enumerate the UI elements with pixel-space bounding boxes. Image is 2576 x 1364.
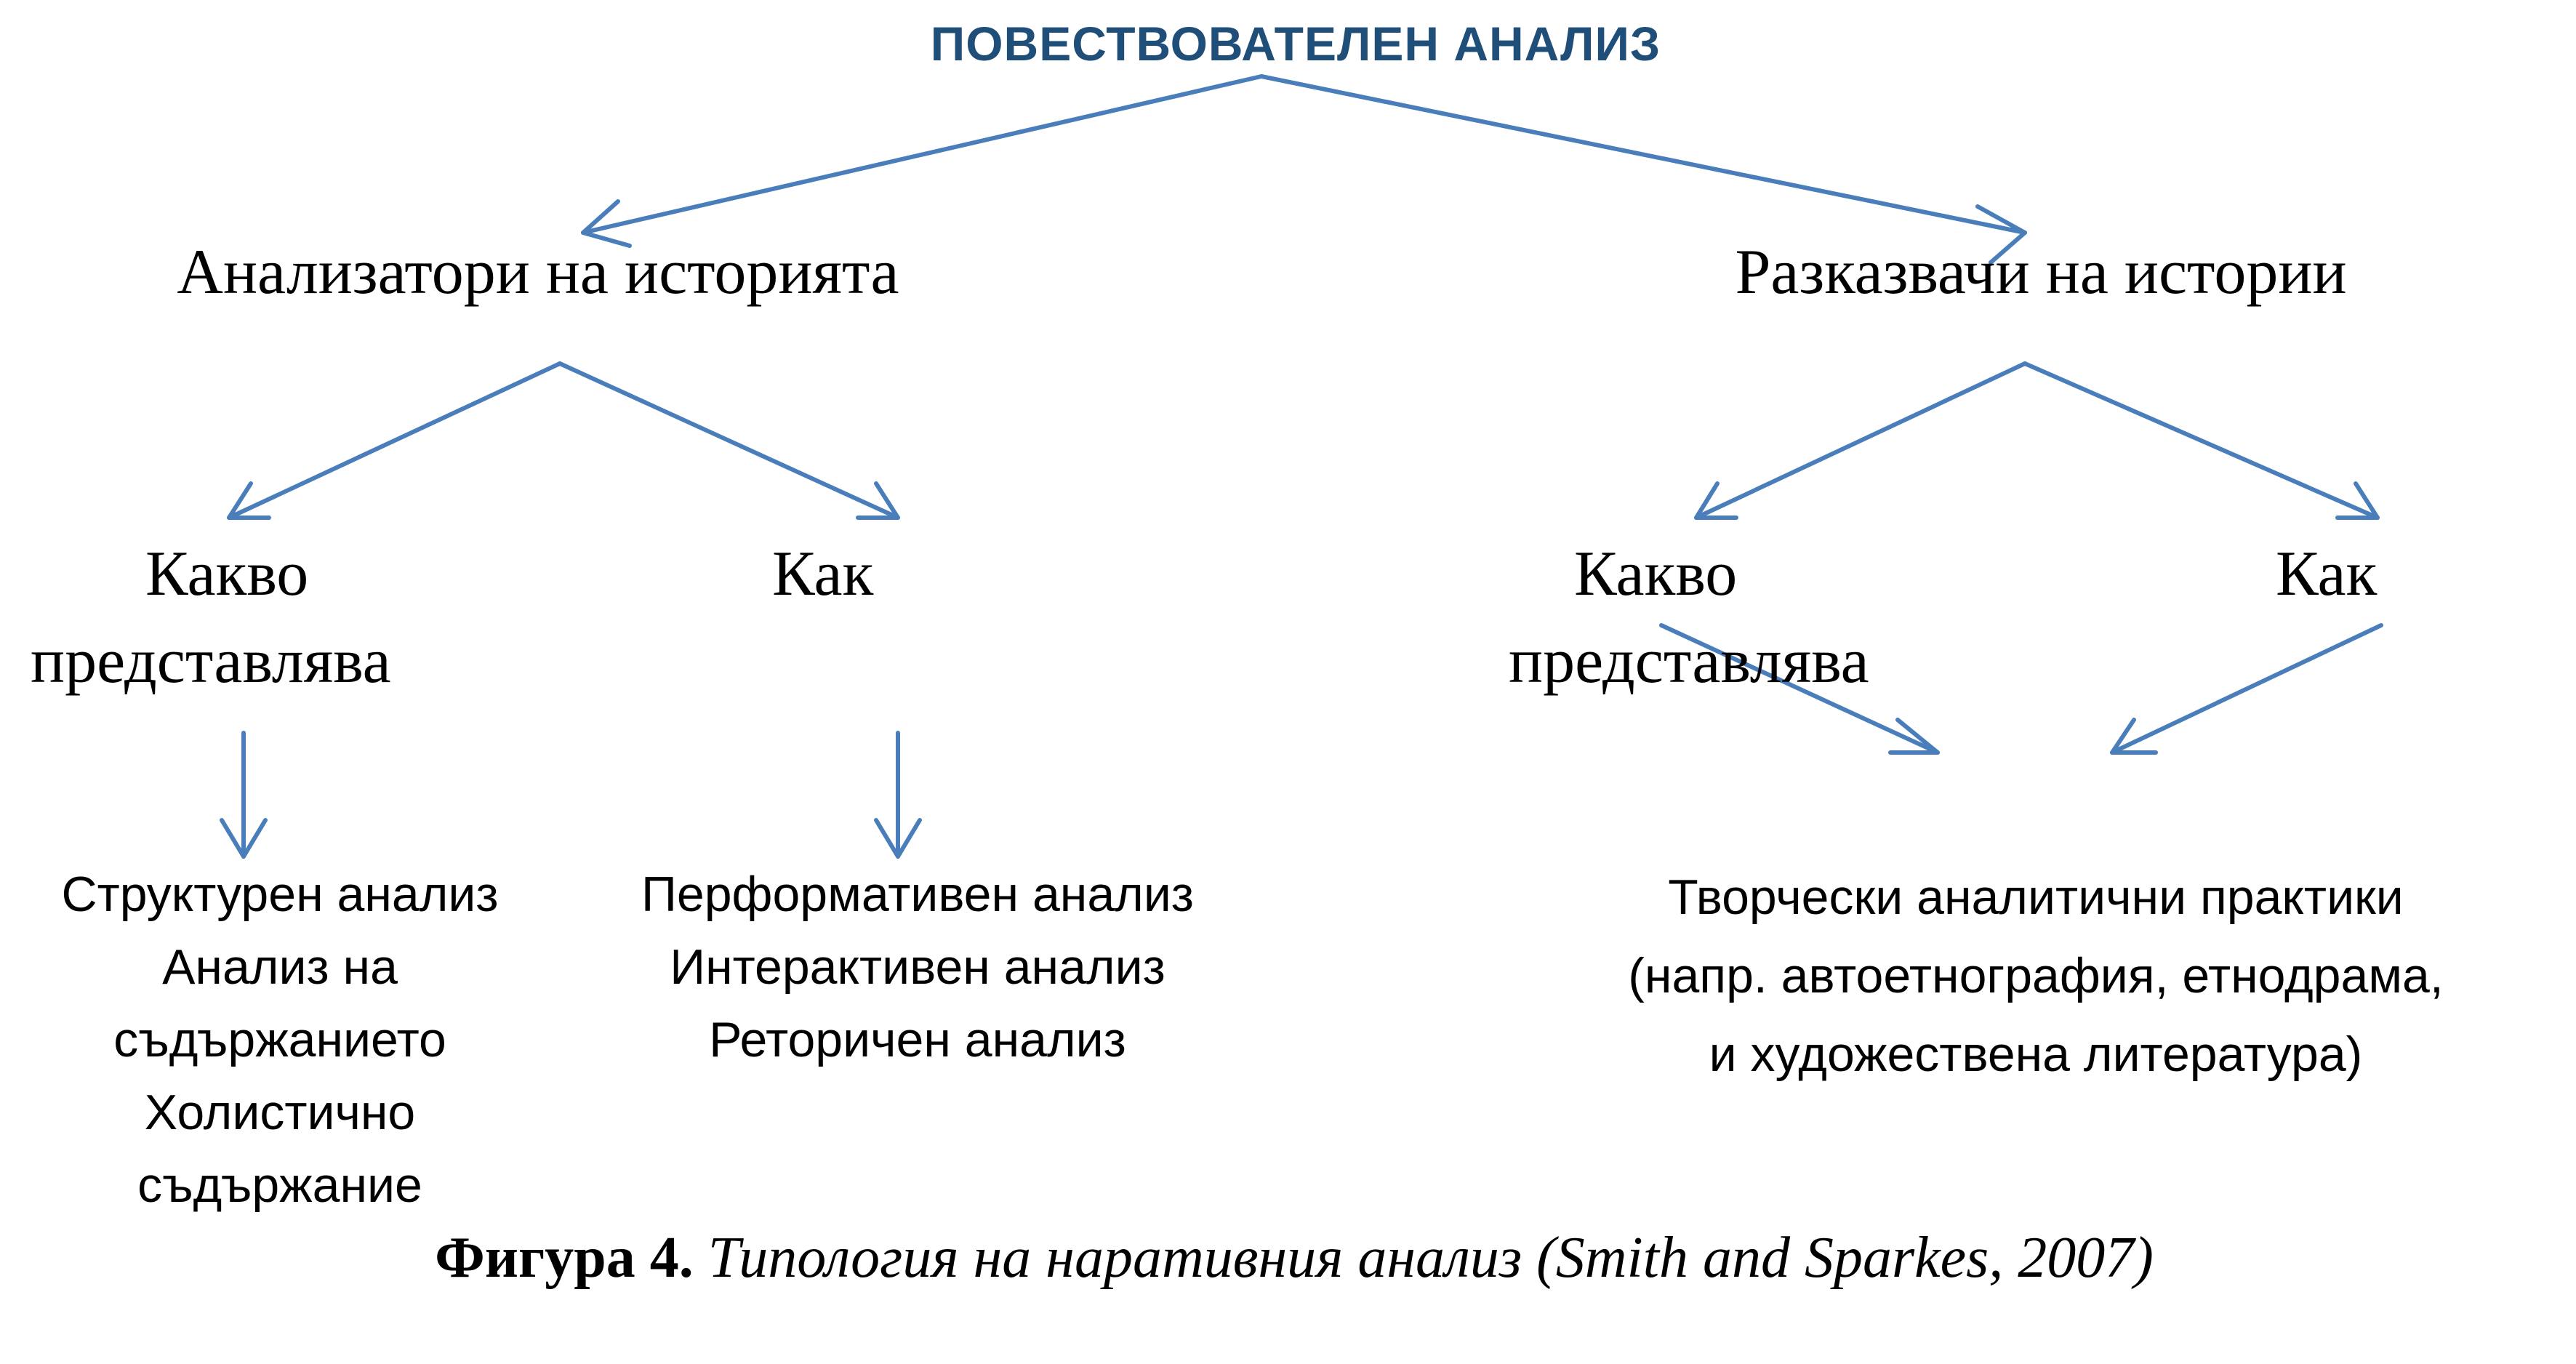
structural-line-4: Холистично [144,1085,416,1140]
diagram-title: ПОВЕСТВОВАТЕЛЕН АНАЛИЗ [930,17,1661,71]
node-creative-practices: Творчески аналитични практики (напр. авт… [1628,858,2444,1094]
node-right-how: Как [2276,539,2378,609]
arrow-what-to-creative [1659,623,1940,755]
arrowhead-root-to-story-analysts [581,199,632,248]
arrowhead-storytellers-to-how [2335,481,2380,520]
node-right-what-line2: представлява [1509,626,1869,697]
structural-line-1: Структурен анализ [61,867,499,922]
node-left-what-line1: Какво [145,539,309,609]
creative-line-1: Творчески аналитични практики [1668,870,2404,925]
node-left-what-line2: представлява [31,626,391,697]
performative-line-2: Интерактивен анализ [670,939,1165,995]
figure-caption: Фигура 4. Типология на наративния анализ… [435,1221,2154,1294]
arrowhead-how-to-creative [2110,718,2158,755]
arrowhead-what-to-structural [220,818,268,859]
arrow-analysts-to-how [558,361,900,520]
creative-line-3: и художествена литература) [1709,1027,2363,1082]
arrowhead-analysts-to-how [856,481,900,520]
node-story-analysts: Анализатори на историята [177,237,899,308]
arrowhead-how-to-performative [874,818,922,859]
caption-text: Типология на наративния анализ (Smith an… [707,1226,2154,1290]
arrowhead-what-to-creative [1888,718,1940,755]
structural-line-3: съдържанието [113,1012,446,1067]
performative-line-3: Реторичен анализ [709,1012,1126,1067]
arrowhead-storytellers-to-what [1694,481,1738,520]
node-performative-analysis: Перформативен анализ Интерактивен анализ… [641,858,1194,1076]
node-right-what-line1: Какво [1574,539,1738,609]
arrow-root-to-story-analysts [581,74,1264,235]
caption-label: Фигура 4. [435,1226,694,1290]
node-storytellers: Разказвачи на истории [1735,237,2347,308]
node-structural-analysis: Структурен анализ Анализ на съдържанието… [61,858,498,1221]
structural-line-2: Анализ на [162,939,398,995]
arrow-how-to-creative [2110,623,2383,755]
arrow-storytellers-to-how [2023,361,2380,520]
arrowhead-root-to-storytellers [1975,204,2027,265]
arrow-root-to-storytellers [1259,74,2027,235]
creative-line-2: (напр. автоетнография, етнодрама, [1628,948,2444,1003]
node-left-how: Как [772,539,874,609]
structural-line-5: съдържание [137,1158,422,1213]
arrowhead-analysts-to-what [227,481,271,520]
arrow-analysts-to-what [227,361,562,520]
arrow-storytellers-to-what [1694,361,2027,520]
performative-line-1: Перформативен анализ [641,867,1194,922]
